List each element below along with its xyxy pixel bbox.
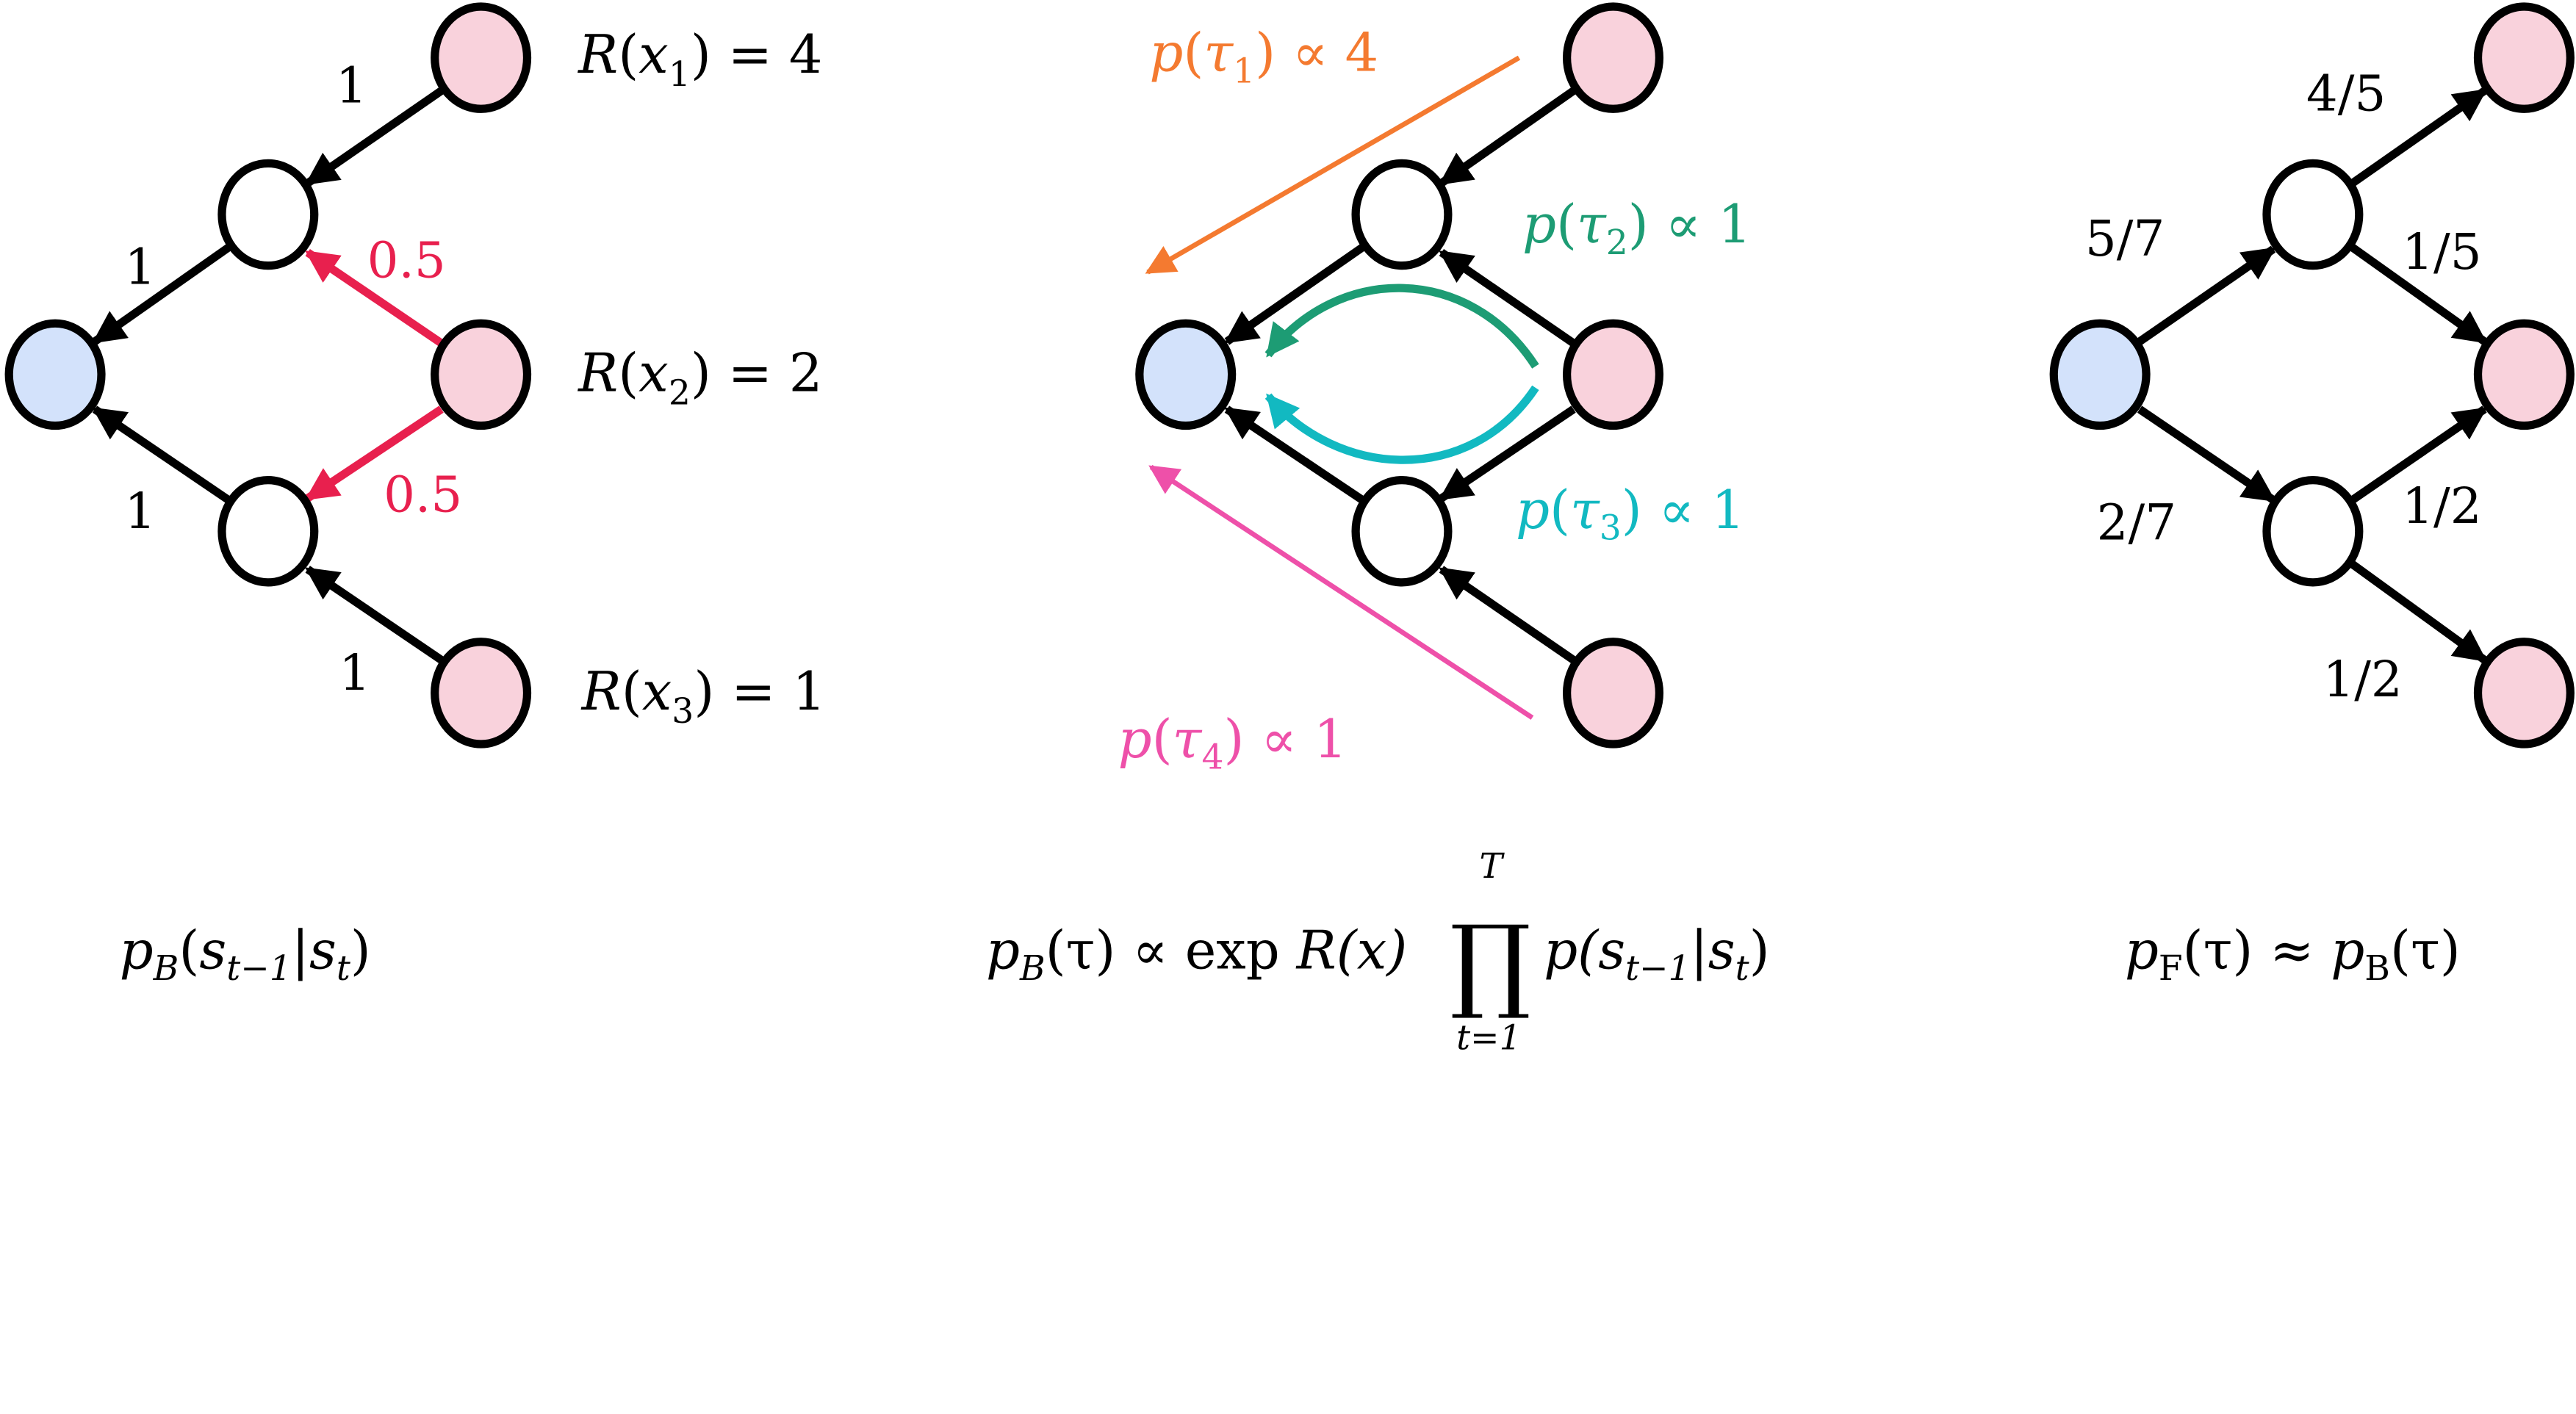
middle-caption-trajectory-distribution: pB(τ) ∝ exp R(x) ∏ T t=1 p(st−1|st)	[986, 846, 1770, 1058]
leaf-node-x1	[1562, 2, 1664, 113]
edge-label: 1	[339, 643, 370, 701]
leaf-node-x3	[2473, 638, 2575, 749]
edge-label: 1	[124, 482, 156, 540]
intermediate-node-s2	[2262, 476, 2364, 587]
tau3-label: p(τ3) ∝ 1	[1516, 479, 1745, 549]
right-edge-labels: 5/7 2/7 4/5 1/5 1/2 1/2	[2085, 64, 2482, 707]
root-node	[1135, 319, 1237, 430]
edge	[1439, 249, 1576, 347]
product-upper-limit: T	[1480, 846, 1505, 887]
edge	[1439, 405, 1576, 502]
edge	[1439, 87, 1576, 187]
leaf-node-x2	[2473, 319, 2575, 430]
edge	[2350, 244, 2488, 345]
middle-panel-trajectories	[1135, 2, 1664, 749]
intermediate-node-s2	[217, 476, 319, 587]
product-lower-limit: t=1	[1456, 1018, 1521, 1058]
left-edge-labels: 1 1 1 1 0.5 0.5	[124, 56, 462, 701]
edge-x3-to-s2	[305, 566, 444, 664]
reward-x2: R(x2) = 2	[577, 342, 822, 413]
edge-x1-to-s1	[305, 87, 444, 187]
edge-label: 1/2	[2323, 650, 2402, 708]
red-edge-label: 0.5	[367, 231, 446, 289]
edge-label: 2/7	[2097, 494, 2176, 552]
right-caption-forward-approx: pF(τ) ≈ pB(τ)	[2125, 920, 2461, 989]
left-caption-backward-policy: pB(st−1|st)	[120, 920, 371, 989]
edge	[2137, 405, 2276, 504]
root-node	[4, 319, 106, 430]
red-edge-label: 0.5	[384, 465, 462, 523]
leaf-node-x1	[2473, 2, 2575, 113]
red-edge-x2-to-s2	[305, 405, 444, 502]
red-edge-x2-to-s1	[305, 249, 444, 347]
edge	[2137, 245, 2276, 345]
tau2-label: p(τ2) ∝ 1	[1522, 193, 1752, 263]
product-symbol: ∏	[1450, 903, 1531, 1022]
leaf-node-x3	[431, 638, 532, 749]
root-node	[2049, 319, 2151, 430]
leaf-node-x1	[431, 2, 532, 113]
edge	[1224, 405, 1365, 504]
right-panel-forward-policy	[2049, 2, 2575, 749]
edge-label: 1	[124, 237, 156, 295]
leaf-node-x3	[1562, 638, 1664, 749]
leaf-node-x2	[1562, 319, 1664, 430]
caption-rhs: p(st−1|st)	[1544, 920, 1769, 989]
caption-lhs: pB(τ) ∝ exp R(x)	[986, 920, 1407, 989]
intermediate-node-s1	[1351, 159, 1453, 270]
edge	[1224, 244, 1365, 345]
trajectory-tau2-arrow	[1264, 284, 1539, 369]
leaf-node-x2	[431, 319, 532, 430]
intermediate-node-s2	[1351, 476, 1453, 587]
edge-label: 5/7	[2085, 209, 2165, 267]
edge-s2-to-root	[92, 405, 231, 504]
trajectory-probability-labels: p(τ1) ∝ 4 p(τ2) ∝ 1 p(τ3) ∝ 1 p(τ4) ∝ 1	[1118, 22, 1752, 778]
reward-x1: R(x1) = 4	[577, 24, 822, 95]
edge-label: 4/5	[2306, 64, 2386, 122]
edge	[2350, 87, 2488, 187]
edge-label: 1	[336, 56, 367, 114]
trajectory-tau3-arrow	[1264, 385, 1539, 464]
edge	[2350, 560, 2488, 664]
tau4-label: p(τ4) ∝ 1	[1118, 708, 1348, 778]
left-panel-backward-policy	[4, 2, 532, 749]
edge	[1439, 566, 1576, 664]
edge-label: 1/5	[2402, 223, 2481, 281]
reward-x3: R(x3) = 1	[580, 660, 826, 732]
reward-labels: R(x1) = 4 R(x2) = 2 R(x3) = 1	[577, 24, 826, 732]
edge-s1-to-root	[92, 244, 231, 345]
intermediate-node-s1	[217, 159, 319, 270]
intermediate-node-s1	[2262, 159, 2364, 270]
edge	[2350, 405, 2488, 504]
trajectory-tau1-arrow	[1145, 55, 1521, 275]
tau1-label: p(τ1) ∝ 4	[1149, 22, 1378, 92]
edge-label: 1/2	[2402, 477, 2481, 535]
trajectory-tau4-arrow	[1148, 464, 1534, 720]
